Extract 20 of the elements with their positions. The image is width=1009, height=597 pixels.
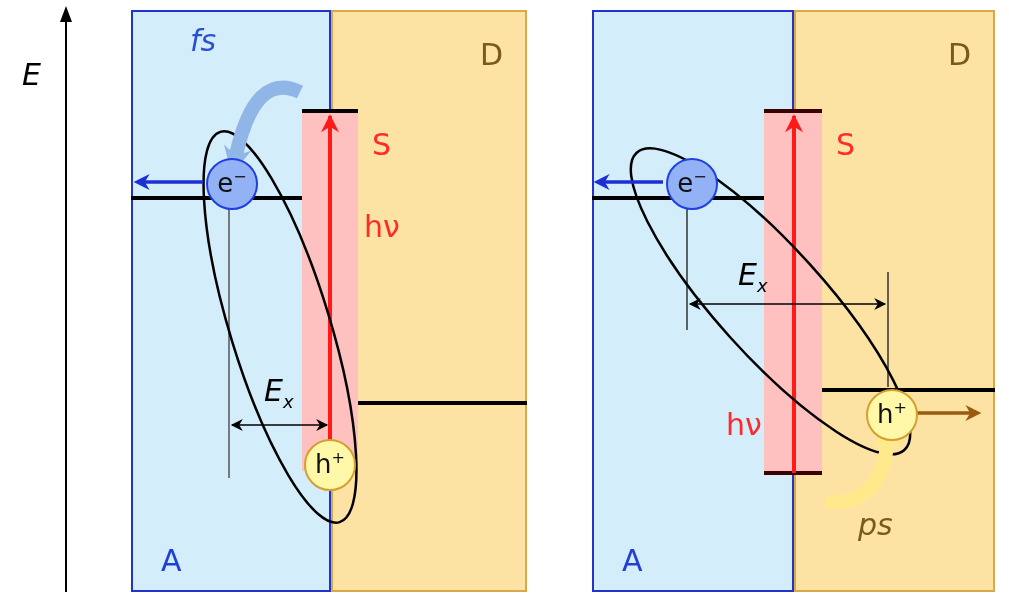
region-label: D bbox=[947, 40, 971, 70]
hole-circle: h$^{+}$ bbox=[866, 389, 918, 441]
diagram-label: S bbox=[372, 128, 392, 161]
diagram-label: ps bbox=[858, 508, 893, 541]
electron-circle: e$^{−}$ bbox=[666, 158, 718, 210]
diagram-label: hν bbox=[726, 408, 762, 441]
electron-circle: e$^{−}$ bbox=[206, 158, 258, 210]
diagram-label: E$_{x}$ bbox=[264, 374, 294, 412]
region-label: A bbox=[622, 546, 643, 576]
region-panel bbox=[331, 10, 527, 592]
diagram-label: S bbox=[836, 128, 856, 161]
arrow bbox=[133, 174, 203, 190]
diagram-label: E$_{x}$ bbox=[738, 258, 768, 296]
region-label: D bbox=[479, 40, 503, 70]
diagram-label: hν bbox=[364, 210, 400, 243]
arrow bbox=[917, 405, 982, 421]
arrow bbox=[593, 174, 663, 190]
region-label: A bbox=[161, 546, 182, 576]
diagram-label: E bbox=[22, 58, 41, 91]
diagram-label: fs bbox=[190, 24, 217, 57]
